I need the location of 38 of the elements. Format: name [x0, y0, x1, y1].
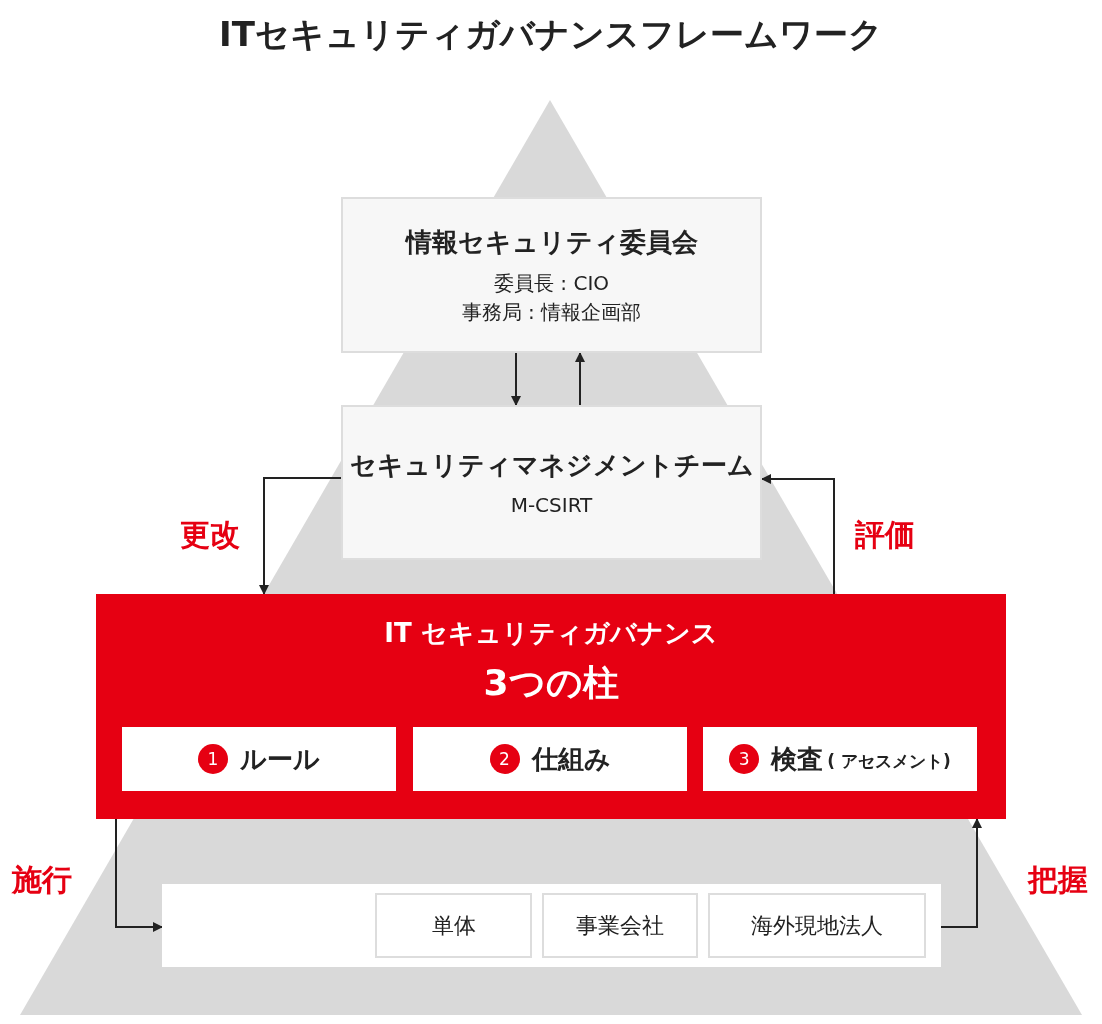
box-subtext: 委員長 : CIO [493, 269, 610, 297]
pillar-label: ルール [240, 742, 320, 776]
pillar-box [122, 727, 396, 791]
edge-label: 施行 [10, 861, 73, 899]
box-label: 海外現地法人 [751, 911, 883, 940]
box-subtext: M-CSIRT [510, 493, 593, 517]
team-box [341, 405, 762, 560]
box-heading: 情報セキュリティ委員会 [405, 225, 698, 259]
panel-subtitle: IT セキュリティガバナンス [384, 617, 718, 650]
committee-box [341, 197, 762, 353]
arrow [259, 477, 342, 595]
pillar-box [703, 727, 977, 791]
number-badge: 3 [729, 744, 760, 774]
edge-label: 更改 [179, 516, 241, 554]
entity-box [542, 893, 698, 958]
box-heading: セキュリティマネジメントチーム [349, 449, 754, 482]
pillar-box [413, 727, 687, 791]
group-box [162, 884, 941, 967]
pillar-label: 検査 [771, 742, 824, 776]
arrow [761, 474, 835, 595]
governance-panel [96, 594, 1006, 819]
arrow [511, 352, 521, 406]
edge-label: 把握 [1026, 861, 1089, 899]
entity-box [708, 893, 926, 958]
number-badge: 2 [489, 744, 520, 774]
box-subtext: 事務局 : 情報企画部 [461, 298, 642, 326]
pillar-note: ( アセスメント) [827, 749, 951, 773]
panel-heading: 3つの柱 [483, 661, 619, 705]
box-label: 単体 [431, 911, 476, 940]
arrow [575, 352, 585, 406]
title: ITセキュリティガバナンスフレームワーク [218, 13, 884, 56]
entity-box [375, 893, 532, 958]
pillar-label: 仕組み [531, 742, 611, 776]
box-label: 事業会社 [576, 911, 664, 940]
arrow [940, 818, 982, 928]
edge-label: 評価 [854, 516, 916, 554]
number-badge: 1 [198, 744, 228, 774]
arrow [115, 818, 163, 932]
